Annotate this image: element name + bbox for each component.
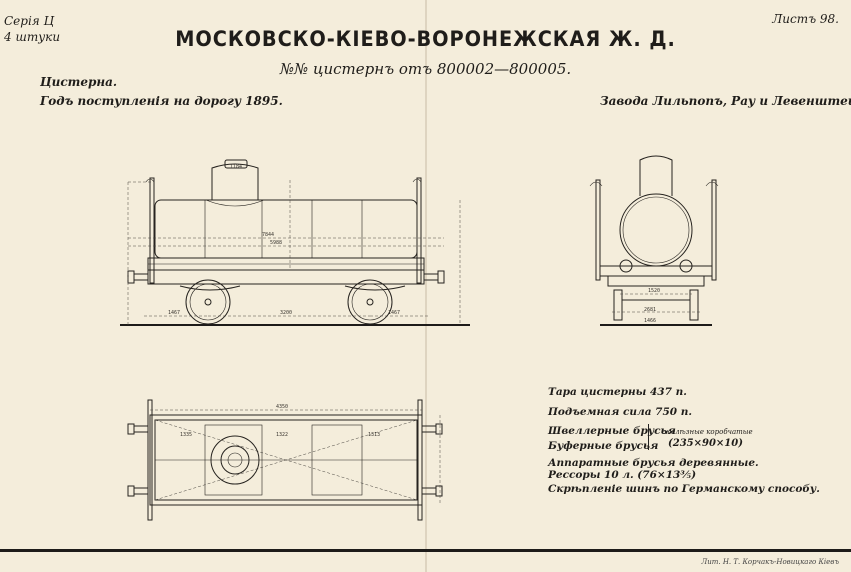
spec-channel-note: желѣзные коробчатые (663, 428, 753, 436)
svg-text:1184: 1184 (230, 164, 242, 170)
series-label: Серія Ц (4, 14, 55, 28)
spec-tare: Тара цистерны 437 п. (548, 386, 687, 398)
svg-text:2681: 2681 (644, 307, 656, 313)
spec-buffer-beams: Буферные брусья (548, 440, 659, 452)
svg-text:1467: 1467 (168, 310, 180, 316)
svg-text:1322: 1322 (276, 432, 288, 438)
side-view-drawing: 7844 5988 1467 3200 1467 1184 (120, 159, 470, 326)
spec-capacity: Подъемная сила 750 п. (548, 406, 693, 418)
svg-text:7844: 7844 (262, 232, 274, 238)
spec-springs: Рессоры 10 л. (76×13⅗) (548, 469, 697, 481)
spec-buffer-size: (235×90×10) (668, 438, 743, 449)
svg-text:1335: 1335 (180, 432, 192, 438)
spec-coupling: Скрѣпленіе шинъ по Германскому способу. (548, 483, 820, 495)
svg-text:1313: 1313 (368, 432, 380, 438)
brace-line (648, 424, 649, 450)
manufacturer: Завода Лильпопъ, Рау и Левенштейнъ. (600, 94, 851, 108)
svg-text:1520: 1520 (648, 288, 660, 294)
svg-text:1467: 1467 (388, 310, 400, 316)
count-label: 4 штуки (4, 30, 61, 44)
svg-text:4350: 4350 (276, 404, 288, 410)
bottom-rule (0, 549, 851, 552)
page-fold (425, 0, 427, 572)
car-type: Цистерна. (40, 75, 118, 89)
page-subtitle: №№ цистернъ отъ 800002—800005. (279, 60, 572, 78)
sheet-number: Листъ 98. (772, 12, 839, 26)
page-title: МОСКОВСКО-КІЕВО-ВОРОНЕЖСКАЯ Ж. Д. (175, 27, 676, 51)
svg-text:5988: 5988 (270, 240, 282, 246)
spec-apparatus: Аппаратные брусья деревянные. (548, 457, 759, 469)
svg-text:1466: 1466 (644, 318, 656, 324)
svg-text:3200: 3200 (280, 310, 292, 316)
year-line: Годъ поступленія на дорогу 1895. (40, 94, 283, 108)
spec-channel-beams: Швеллерные брусья (548, 425, 676, 437)
end-view-drawing: 1520 2681 1466 (589, 155, 719, 326)
plan-view-drawing: 4350 1335 1322 1313 (127, 399, 443, 521)
printer-imprint: Лит. Н. Т. Корчакъ-Новицкаго Кіевъ (701, 558, 839, 566)
